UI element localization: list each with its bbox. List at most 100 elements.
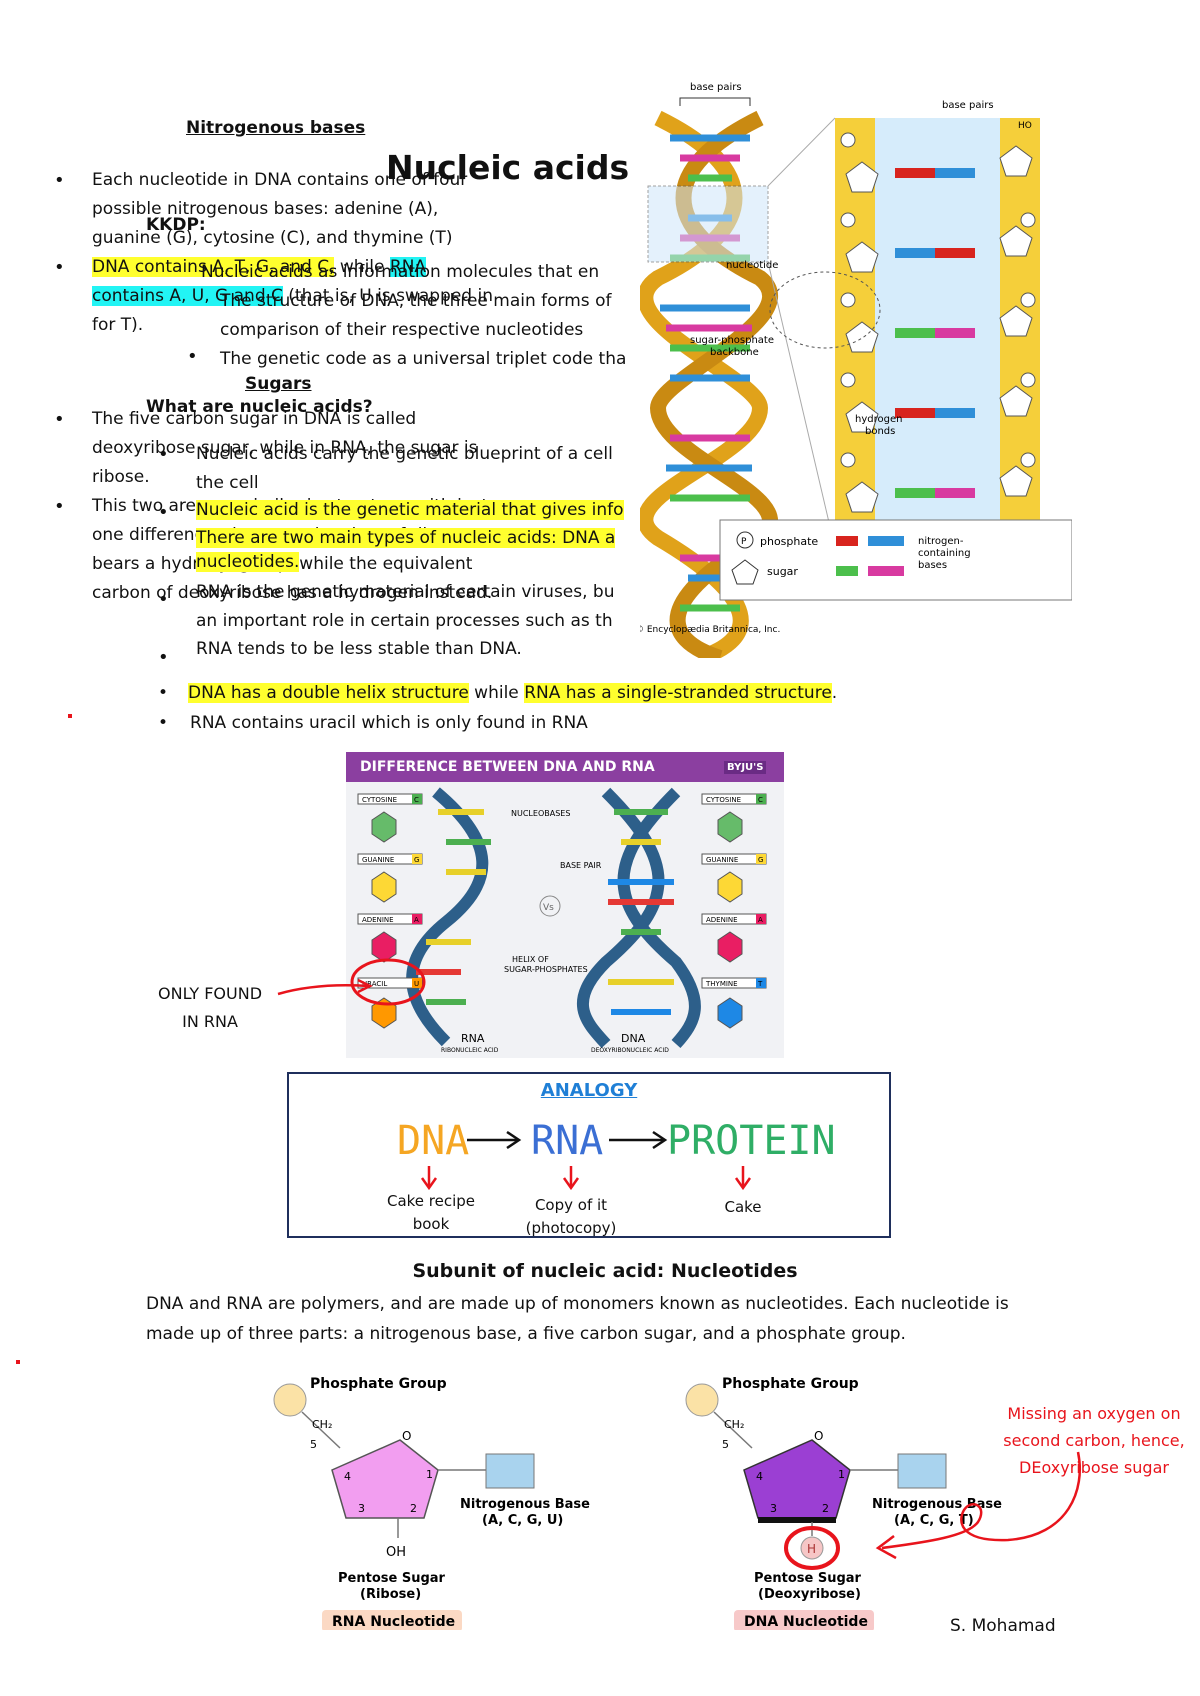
svg-text:T: T xyxy=(757,980,763,988)
nitro-bullet-2-line1: DNA contains A, T, G, and C, while RNA xyxy=(54,253,427,282)
hbonds-label-1: hydrogen xyxy=(855,414,902,425)
svg-text:1: 1 xyxy=(838,1468,845,1481)
backbone-label-1: sugar-phosphate xyxy=(690,335,774,346)
what-line-4: There are two main types of nucleic acid… xyxy=(196,528,616,548)
svg-text:1: 1 xyxy=(426,1468,433,1481)
svg-text:2: 2 xyxy=(822,1502,829,1515)
rna-label: RNA xyxy=(461,1032,485,1045)
svg-text:2: 2 xyxy=(410,1502,417,1515)
nitro-bullet-1-line3: guanine (G), cytosine (C), and thymine (… xyxy=(92,228,453,248)
dna-h: H xyxy=(807,1542,816,1556)
analogy-caption-2: Copy of it(photocopy) xyxy=(525,1196,617,1237)
kkdp-line-2: The structure of DNA, the three main for… xyxy=(220,291,612,311)
compare-title-bar xyxy=(346,752,784,782)
svg-text:RNA Nucleotide: RNA Nucleotide xyxy=(332,1614,455,1630)
kkdp-bullet-dot: • xyxy=(187,346,198,367)
what-line-5: nucleotides. xyxy=(196,552,300,572)
nucleotide-label: nucleotide xyxy=(726,260,778,271)
nitro-bullet-2-line3: for T). xyxy=(92,315,144,335)
kkdp-line-4: The genetic code as a universal triplet … xyxy=(220,349,627,369)
rna-sugar-label: Pentose Sugar xyxy=(338,1571,446,1586)
dna-sub-label: DEOXYRIBONUCLEIC ACID xyxy=(591,1047,669,1054)
what-line-3: Nucleic acid is the genetic material tha… xyxy=(196,500,624,520)
helix-label-2: SUGAR-PHOSPHATES xyxy=(504,965,588,974)
subunit-title: Subunit of nucleic acid: Nucleotides xyxy=(412,1260,798,1282)
what-bullets: • • • • xyxy=(158,444,169,668)
svg-text:O: O xyxy=(402,1429,411,1443)
britannica-credit: © Encyclopædia Britannica, Inc. xyxy=(640,625,780,635)
hbonds-label-2: bonds xyxy=(865,426,895,437)
legend-nitrogen-2: containing xyxy=(918,548,971,559)
dna-base-box xyxy=(897,1453,947,1489)
svg-text:CYTOSINE: CYTOSINE xyxy=(362,796,397,804)
base-pairs-top-label: base pairs xyxy=(690,82,742,93)
base-pair-label: BASE PAIR xyxy=(560,861,602,870)
subunit-paragraph-2: made up of three parts: a nitrogenous ba… xyxy=(146,1324,906,1344)
svg-text:5: 5 xyxy=(722,1438,729,1451)
svg-text:P: P xyxy=(741,537,747,547)
svg-text:4: 4 xyxy=(344,1470,351,1483)
svg-text:G: G xyxy=(414,856,419,864)
analogy-arrows xyxy=(420,1130,752,1191)
legend-sugar: sugar xyxy=(767,565,798,578)
analogy-caption-3: Cake xyxy=(724,1198,762,1216)
rna-strand xyxy=(406,787,491,1047)
helix-label-1: HELIX OF xyxy=(512,955,549,964)
uracil-line: •RNA contains uracil which is only found… xyxy=(158,713,588,733)
red-mark-2 xyxy=(16,1360,20,1364)
analogy-protein: PROTEIN xyxy=(667,1118,836,1164)
legend-nitrogen-3: bases xyxy=(918,560,947,571)
nucleobases-label: NUCLEOBASES xyxy=(511,809,570,818)
nitro-bullet-1-line2: possible nitrogenous bases: adenine (A), xyxy=(92,199,439,219)
legend-phosphate: phosphate xyxy=(760,535,818,548)
svg-text:ADENINE: ADENINE xyxy=(362,916,394,924)
sugars-bullet-1-line2: deoxyribose sugar, while in RNA, the sug… xyxy=(92,438,478,458)
subunit-paragraph-1: DNA and RNA are polymers, and are made u… xyxy=(146,1294,1009,1314)
svg-text:4: 4 xyxy=(756,1470,763,1483)
zoom-box xyxy=(647,185,769,263)
svg-text:ADENINE: ADENINE xyxy=(706,916,738,924)
rna-ch2: CH₂ xyxy=(312,1418,332,1431)
svg-text:CYTOSINE: CYTOSINE xyxy=(706,796,741,804)
red-mark-1 xyxy=(68,714,72,718)
rna-sugar-pentagon xyxy=(331,1439,439,1519)
svg-text:DNA Nucleotide: DNA Nucleotide xyxy=(744,1614,868,1630)
sugars-bullet-1-line3: ribose. xyxy=(92,467,150,487)
what-line-8: RNA tends to be less stable than DNA. xyxy=(196,639,522,659)
svg-text:A: A xyxy=(758,916,763,924)
analogy-rna: RNA xyxy=(531,1118,604,1164)
sugars-heading: Sugars xyxy=(245,374,312,394)
what-line-1: Nucleic acids carry the genetic blueprin… xyxy=(196,444,613,464)
svg-text:GUANINE: GUANINE xyxy=(362,856,394,864)
helix-line: •DNA has a double helix structure while … xyxy=(158,683,838,703)
svg-text:C: C xyxy=(414,796,419,804)
rna-base-label: Nitrogenous Base xyxy=(460,1497,590,1512)
only-found-arrow xyxy=(277,978,373,996)
what-line-7: an important role in certain processes s… xyxy=(196,611,613,631)
vs-label: Vs xyxy=(543,903,554,913)
backbone-shapes xyxy=(840,132,1036,548)
svg-text:THYMINE: THYMINE xyxy=(705,980,738,988)
ho-label: HO xyxy=(1018,121,1032,131)
what-line-6: RNA is the genetic material of certain v… xyxy=(196,582,615,602)
svg-text:3: 3 xyxy=(358,1502,365,1515)
compare-title: DIFFERENCE BETWEEN DNA AND RNA xyxy=(360,759,655,775)
svg-text:3: 3 xyxy=(770,1502,777,1515)
analogy-title: ANALOGY xyxy=(540,1080,638,1101)
svg-text:5: 5 xyxy=(310,1438,317,1451)
what-heading: What are nucleic acids? xyxy=(146,397,373,417)
kkdp-line-3: comparison of their respective nucleotid… xyxy=(220,320,584,340)
svg-text:G: G xyxy=(758,856,763,864)
dna-helix xyxy=(577,787,701,1049)
ladder-rungs xyxy=(895,168,975,498)
kkdp-heading: KKDP: xyxy=(146,215,206,235)
missing-oxygen-arrow xyxy=(875,1451,1082,1560)
dna-structure-figure: base pairs base pairs HO OH nucleotide s… xyxy=(640,82,1072,658)
svg-text:O: O xyxy=(814,1429,823,1443)
analogy-dna: DNA xyxy=(397,1118,470,1164)
hydrogen-circle xyxy=(784,1526,840,1570)
